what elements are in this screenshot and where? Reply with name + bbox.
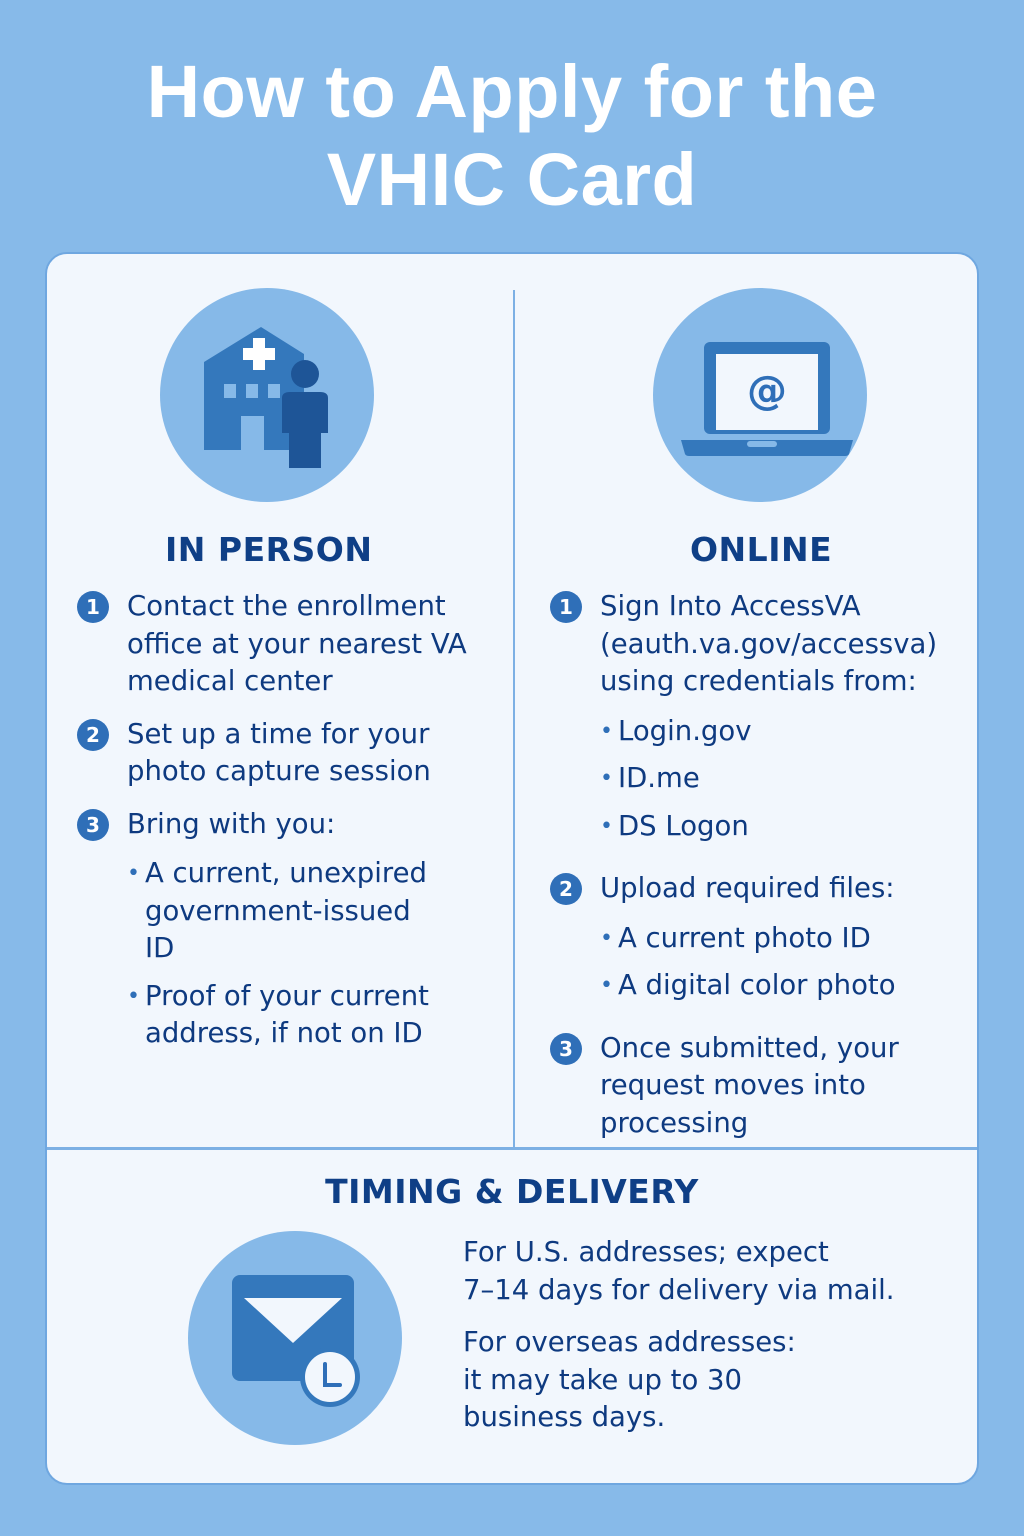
online-title: ONLINE	[690, 530, 833, 569]
page-title-line-1: How to Apply for the	[146, 50, 878, 133]
us-delivery-text: For U.S. addresses; expect 7–14 days for…	[463, 1236, 895, 1306]
in-person-steps: 1 Contact the enrollment office at your …	[77, 588, 497, 1078]
page-title-line-2: VHIC Card	[326, 138, 698, 221]
hospital-person-icon	[160, 288, 374, 502]
info-card: IN PERSON 1 Contact the enrollment offic…	[45, 252, 979, 1485]
section-divider	[47, 1147, 977, 1150]
step-number-badge: 1	[77, 591, 109, 623]
page-title: How to Apply for the VHIC Card	[0, 48, 1024, 224]
step-number-badge: 2	[77, 718, 109, 751]
overseas-delivery-text: For overseas addresses: it may take up t…	[463, 1326, 796, 1433]
step-number-badge: 3	[77, 808, 109, 841]
step-text: Once submitted, your request moves into …	[600, 1031, 899, 1139]
bullet-icon: •	[127, 983, 140, 1009]
step-number-badge: 3	[550, 1032, 582, 1065]
list-item: • A current photo ID	[600, 920, 970, 958]
in-person-title: IN PERSON	[165, 530, 373, 569]
in-person-step-3: 3 Bring with you: • A current, unexpired…	[77, 806, 497, 1063]
credential-list: • Login.gov • ID.me • DS Logon	[600, 713, 970, 846]
online-step-1: 1 Sign Into AccessVA (eauth.va.gov/acces…	[550, 588, 970, 855]
bullet-icon: •	[600, 718, 613, 744]
in-person-step-2: 2 Set up a time for your photo capture s…	[77, 716, 497, 791]
bring-list: • A current, unexpired government-issued…	[127, 855, 497, 1053]
bullet-icon: •	[127, 861, 140, 886]
laptop-at-icon: @	[653, 288, 867, 502]
list-item: • A digital color photo	[600, 967, 970, 1005]
in-person-step-1: 1 Contact the enrollment office at your …	[77, 588, 497, 701]
timing-text: For U.S. addresses; expect 7–14 days for…	[463, 1234, 933, 1452]
list-item: • A current, unexpired government-issued…	[127, 855, 497, 968]
step-text: Contact the enrollment office at your ne…	[127, 590, 467, 697]
list-item: • ID.me	[600, 760, 970, 798]
list-item: • Login.gov	[600, 713, 970, 751]
timing-title: TIMING & DELIVERY	[325, 1172, 699, 1211]
upload-list: • A current photo ID • A digital color p…	[600, 920, 970, 1005]
online-steps: 1 Sign Into AccessVA (eauth.va.gov/acces…	[550, 588, 970, 1157]
bullet-icon: •	[600, 813, 613, 839]
column-divider	[513, 290, 515, 1150]
bullet-icon: •	[600, 925, 613, 951]
list-item: • Proof of your current address, if not …	[127, 978, 497, 1053]
step-text: Upload required files:	[600, 872, 895, 904]
svg-text:@: @	[747, 368, 787, 414]
step-number-badge: 2	[550, 873, 582, 905]
step-text: Sign Into AccessVA (eauth.va.gov/accessv…	[600, 590, 938, 697]
mail-clock-icon	[188, 1231, 402, 1445]
bullet-icon: •	[600, 973, 613, 998]
step-text: Bring with you:	[127, 807, 336, 840]
online-step-2: 2 Upload required files: • A current pho…	[550, 870, 970, 1015]
step-number-badge: 1	[550, 591, 582, 623]
list-item: • DS Logon	[600, 808, 970, 846]
online-step-3: 3 Once submitted, your request moves int…	[550, 1030, 970, 1143]
bullet-icon: •	[600, 766, 613, 791]
step-text: Set up a time for your photo capture ses…	[127, 717, 431, 788]
